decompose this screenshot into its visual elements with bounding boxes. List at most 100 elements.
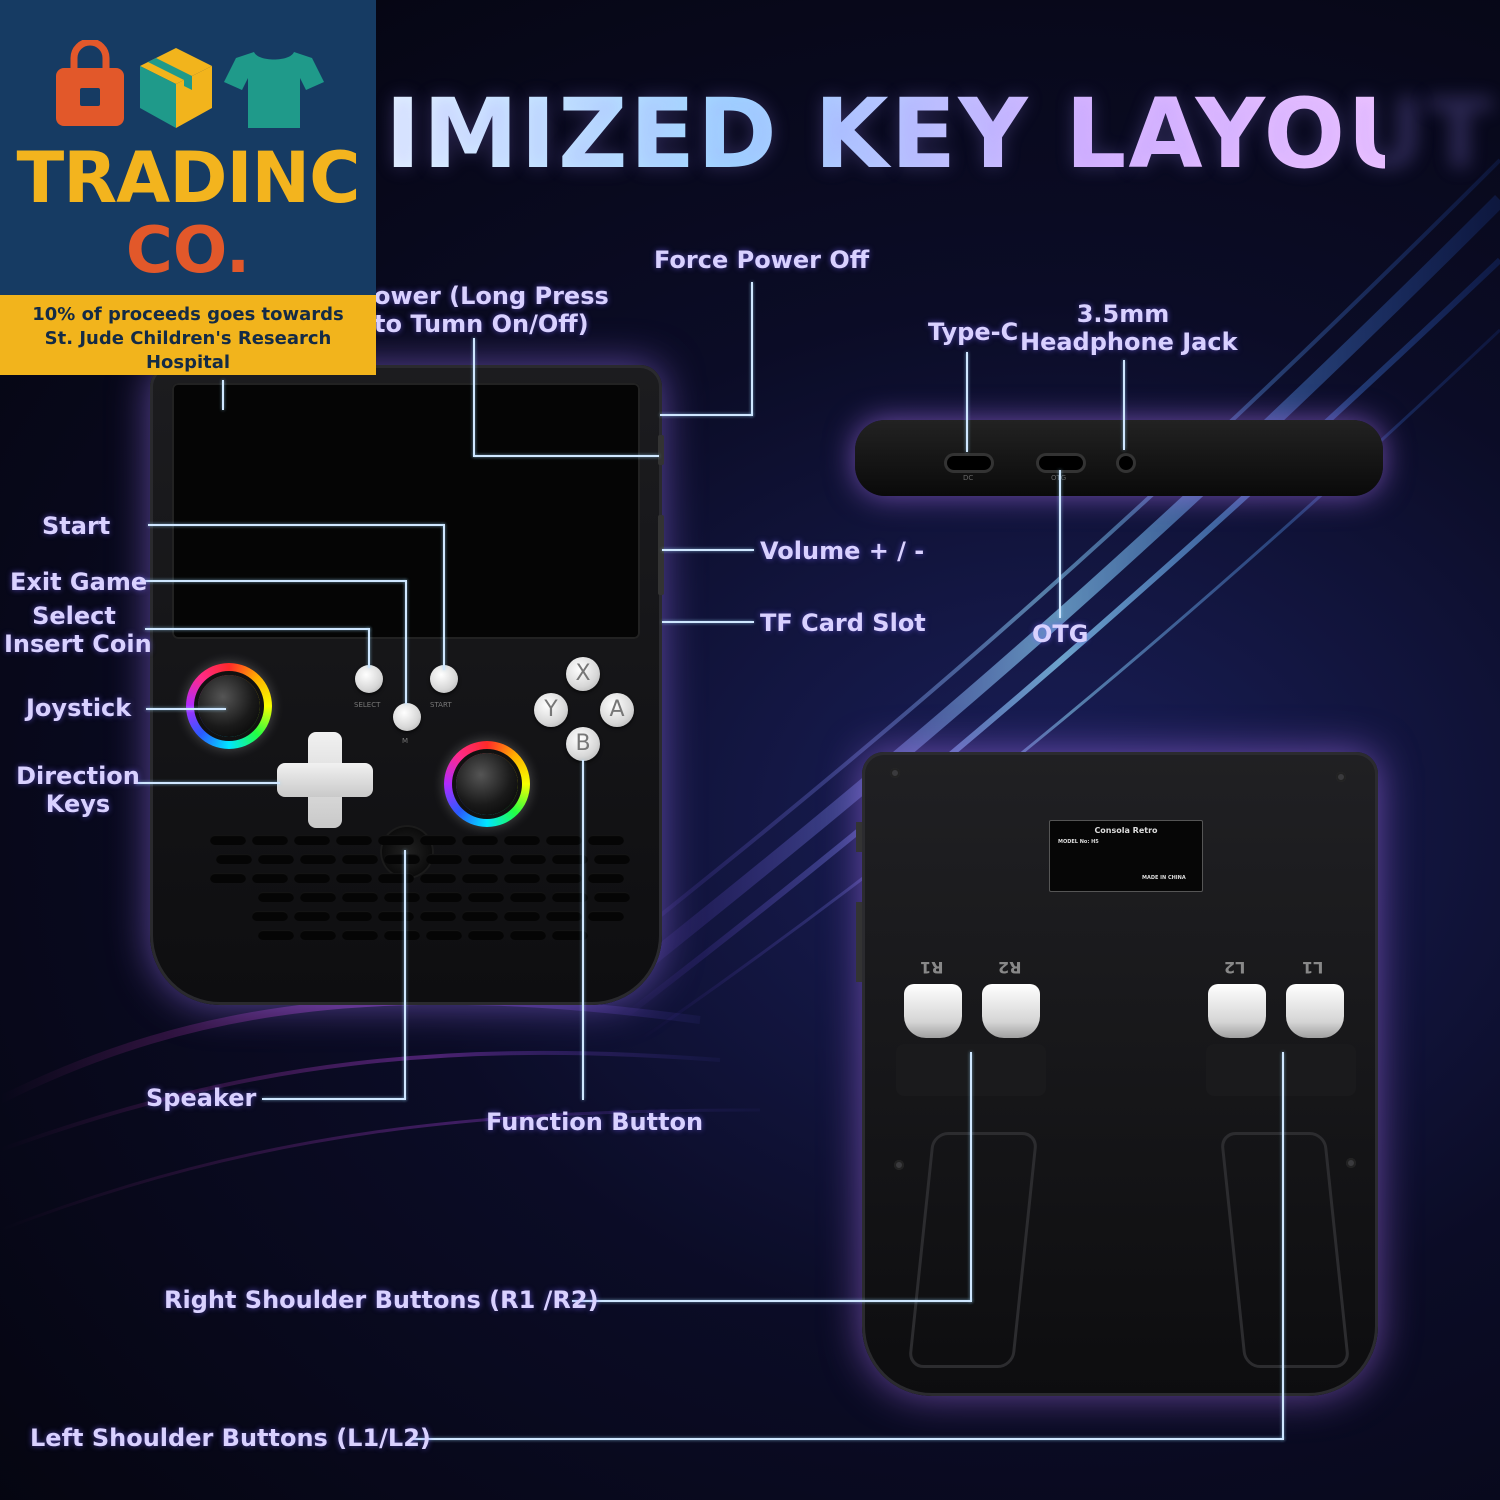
plate-title: Consola Retro [1094, 826, 1158, 835]
grille-slot [378, 911, 414, 921]
label-type-c: Type-C [928, 318, 1019, 346]
r2-button [982, 984, 1040, 1038]
callout-line-joystick [146, 708, 226, 710]
select-button [355, 665, 383, 693]
grille-slot [468, 892, 504, 902]
callout-line-speaker [262, 1098, 406, 1100]
grille-slot [420, 873, 456, 883]
start-small-label: START [430, 701, 452, 709]
grille-slot [258, 854, 294, 864]
grille-slot [468, 854, 504, 864]
right-grip [907, 1132, 1039, 1368]
grille-slot [426, 854, 462, 864]
grille-slot [258, 930, 294, 940]
l1-button [1286, 984, 1344, 1038]
brand-name-line1: TRADINC [16, 137, 361, 219]
grille-slot [210, 835, 246, 845]
label-otg: OTG [1032, 620, 1089, 648]
label-jack-line2: Headphone Jack [1020, 328, 1238, 356]
grille-slot [588, 911, 624, 921]
callout-line-exit-game [405, 580, 407, 704]
callout-line-tf-card [662, 621, 754, 623]
callout-line-power-long-press [473, 455, 659, 457]
r1-button [904, 984, 962, 1038]
grille-slot [588, 873, 624, 883]
grille-slot [510, 930, 546, 940]
grille-slot [342, 892, 378, 902]
callout-line-right-shoulder [970, 1052, 972, 1302]
speaker-grille [210, 835, 630, 955]
callout-line-power-long-press [473, 338, 475, 456]
shopping-bag-icon [56, 40, 124, 126]
label-direction-keys: Direction Keys [10, 762, 146, 818]
callout-line-function [582, 760, 584, 1100]
grille-slot [552, 930, 588, 940]
callout-line-jack [1123, 360, 1125, 450]
grille-slot [594, 854, 630, 864]
screw [890, 768, 900, 778]
grille-slot [252, 873, 288, 883]
callout-line-exit-game [140, 580, 406, 582]
grille-slot [546, 911, 582, 921]
label-start: Start [42, 512, 111, 540]
callout-line-select [368, 628, 370, 668]
label-power-line1: ower (Long Press [374, 282, 609, 310]
x-button: X [566, 657, 600, 691]
screw [1336, 772, 1346, 782]
grille-slot [384, 930, 420, 940]
callout-line-start [148, 524, 444, 526]
left-shoulder-base [1206, 1044, 1356, 1096]
info-plate: Consola Retro MODEL No: H5 MADE IN CHINA [1049, 820, 1203, 892]
speaker-grille-center [380, 825, 434, 879]
t-shirt-icon [224, 52, 324, 128]
label-direction-line1: Direction [16, 762, 140, 790]
grille-slot [504, 873, 540, 883]
label-select-line2: Insert Coin [4, 630, 152, 658]
label-function-button: Function Button [486, 1108, 704, 1136]
callout-line-select [145, 628, 370, 630]
l1-label: L1 [1302, 958, 1324, 977]
callout-line-force-power-off [751, 282, 753, 416]
grille-slot [336, 873, 372, 883]
brand-name-line2: CO. [125, 214, 251, 288]
grille-slot [420, 911, 456, 921]
grille-slot [462, 911, 498, 921]
callout-line-type-c [966, 352, 968, 452]
grille-slot [252, 835, 288, 845]
label-select: Select Insert Coin [4, 602, 152, 658]
callout-line-left-shoulder [410, 1438, 1284, 1440]
grille-slot [462, 873, 498, 883]
label-joystick: Joystick [26, 694, 132, 722]
grille-slot [504, 911, 540, 921]
label-force-power-off: Force Power Off [654, 246, 870, 274]
callout-line-right-shoulder [572, 1300, 972, 1302]
dpad-horizontal [277, 763, 373, 797]
grille-slot [510, 892, 546, 902]
grille-slot [252, 911, 288, 921]
volume-side-button [658, 515, 664, 595]
grille-slot [378, 873, 414, 883]
label-power: ower (Long Press to Tumn On/Off) [374, 282, 609, 338]
grille-slot [468, 930, 504, 940]
plate-model: MODEL No: H5 [1058, 839, 1099, 845]
otg-port-label: OTG [1051, 474, 1066, 482]
grille-slot [552, 854, 588, 864]
grille-slot [342, 930, 378, 940]
grille-slot [420, 835, 456, 845]
grille-slot [384, 892, 420, 902]
grille-slot [294, 911, 330, 921]
r2-label: R2 [998, 958, 1022, 977]
m-function-button [393, 703, 421, 731]
label-left-shoulder: Left Shoulder Buttons (L1/L2) [30, 1424, 431, 1452]
type-c-port [947, 456, 991, 470]
grille-slot [258, 892, 294, 902]
grille-slot [300, 892, 336, 902]
callout-line-volume [662, 549, 754, 551]
device-back: Consola Retro MODEL No: H5 MADE IN CHINA… [856, 752, 1378, 1396]
power-side-button [658, 435, 664, 465]
grille-slot [546, 835, 582, 845]
grille-slot [384, 854, 420, 864]
callout-line-direction [136, 782, 280, 784]
screw [894, 1160, 904, 1170]
grille-slot [510, 854, 546, 864]
